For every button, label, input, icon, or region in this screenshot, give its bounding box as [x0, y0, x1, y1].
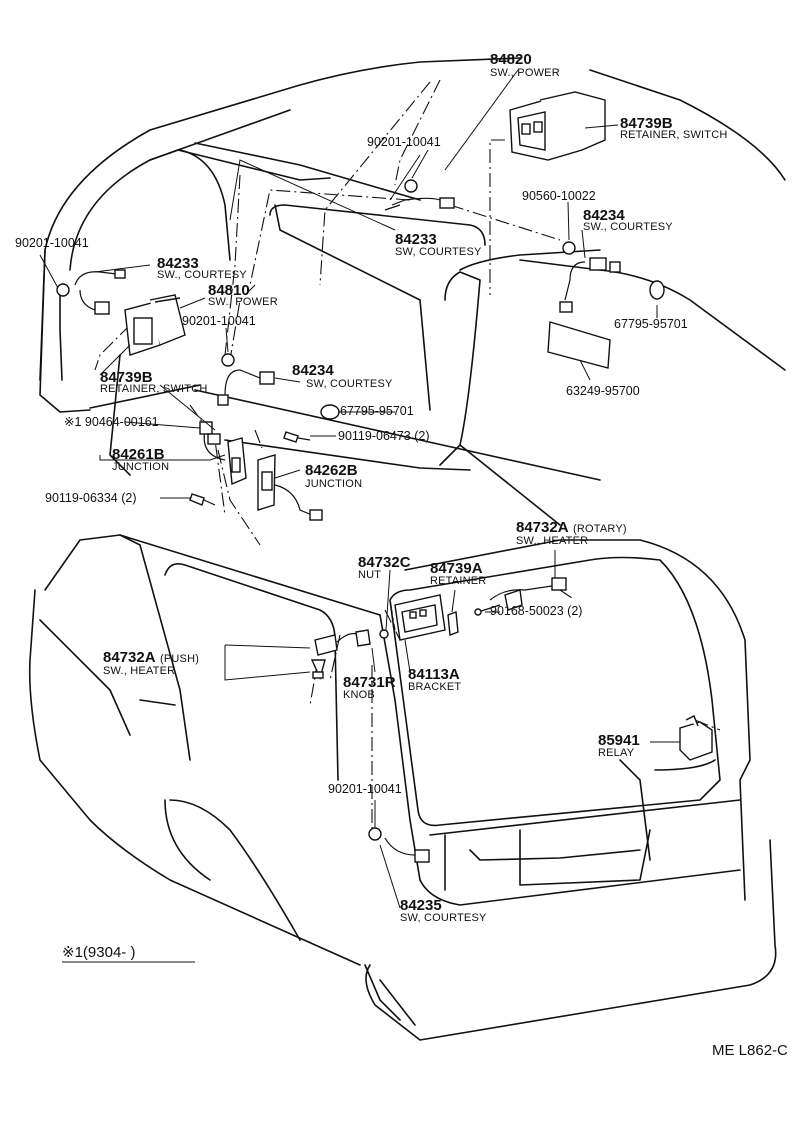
- part-number-90560-10022: 90560-10022: [522, 189, 596, 203]
- power-switch-84810-drawing: [124, 294, 186, 356]
- courtesy-switch-84234-upper-drawing: [559, 241, 621, 313]
- part-qty-90119-06334: (2): [121, 491, 137, 505]
- part-desc-84739b-left: RETAINER, SWITCH: [100, 383, 208, 395]
- part-number-85941: 85941: [598, 732, 640, 749]
- part-desc-84810: SW., POWER: [208, 296, 278, 308]
- label-plate-63249-drawing: [547, 321, 611, 369]
- part-number-90201-10041-left: 90201-10041: [15, 236, 89, 250]
- part-desc-84732a-push: SW., HEATER: [103, 665, 176, 677]
- footnote-range-text: (9304- ): [82, 944, 136, 961]
- leader-lines: [39, 69, 680, 963]
- courtesy-switch-84233-left-drawing: [56, 269, 126, 315]
- courtesy-switch-84235-drawing: [368, 827, 430, 863]
- lower-body-outline: [28, 534, 777, 1041]
- nut-84732c-drawing: [379, 629, 389, 639]
- part-variant-push: (PUSH): [160, 653, 200, 665]
- footnote-range-marker: ※1: [62, 944, 83, 961]
- part-desc-84234-upper: SW., COURTESY: [583, 221, 673, 233]
- part-number-84234-upper: 84234: [583, 207, 625, 224]
- part-variant-rotary: (ROTARY): [573, 523, 627, 535]
- heater-switch-rotary-drawing: [474, 577, 567, 616]
- part-desc-85941: RELAY: [598, 747, 635, 759]
- part-number-84739b-left: 84739B: [100, 369, 153, 386]
- junction-84261b-drawing: [199, 421, 247, 486]
- part-number-84732c: 84732C: [358, 554, 411, 571]
- figure-code: ME L862-C: [712, 1042, 788, 1059]
- part-number-84113a: 84113A: [408, 666, 460, 683]
- part-number-84732a-push-text: 84732A: [103, 649, 156, 666]
- part-desc-84233-left: SW., COURTESY: [157, 269, 247, 281]
- part-desc-84113a: BRACKET: [408, 681, 462, 693]
- part-number-84233-left: 84233: [157, 255, 199, 272]
- part-desc-84262b: JUNCTION: [305, 478, 363, 490]
- heater-switch-push-drawing: [310, 632, 361, 681]
- part-number-90464-00161-text: 90464-00161: [84, 415, 159, 429]
- part-desc-84739a: RETAINER: [430, 575, 487, 587]
- part-number-63249-95700: 63249-95700: [566, 384, 640, 398]
- part-desc-84739b-upper: RETAINER, SWITCH: [620, 129, 728, 141]
- power-switch-84820-drawing: [509, 91, 606, 161]
- part-number-67795-95701-upper: 67795-95701: [614, 317, 688, 331]
- knob-84731r-drawing: [355, 629, 371, 647]
- courtesy-switch-84233-upper-drawing: [384, 179, 455, 211]
- part-number-84731r: 84731R: [343, 674, 396, 691]
- relay-85941-drawing: [679, 715, 713, 761]
- part-number-90464-00161: ※1 90464-00161: [64, 416, 159, 429]
- part-number-84732a-push: 84732A (PUSH): [103, 650, 199, 666]
- footnote-marker: ※1: [64, 415, 82, 429]
- part-desc-84261b: JUNCTION: [112, 461, 170, 473]
- part-number-90119-06334: 90119-06334 (2): [45, 492, 137, 505]
- courtesy-switch-84234-middle-drawing: [217, 353, 275, 406]
- part-number-84810: 84810: [208, 282, 250, 299]
- screw-90119-06334-drawing: [189, 493, 216, 506]
- part-desc-84732a-rotary: SW., HEATER: [516, 535, 589, 547]
- part-number-84262b: 84262B: [305, 462, 358, 479]
- part-number-90119-06334-text: 90119-06334: [45, 491, 118, 505]
- part-number-90168-50023-text: 90168-50023: [490, 604, 564, 618]
- retainer-84739a-drawing: [394, 594, 459, 641]
- part-number-84820: 84820: [490, 51, 532, 68]
- part-number-90201-10041-lower: 90201-10041: [328, 782, 402, 796]
- part-desc-84233-upper: SW, COURTESY: [395, 246, 482, 258]
- part-qty-90119-06473: (2): [414, 429, 430, 443]
- part-number-84235: 84235: [400, 897, 442, 914]
- footnote-range: ※1(9304- ): [62, 945, 135, 960]
- part-desc-84234-middle: SW, COURTESY: [306, 378, 393, 390]
- part-number-67795-95701-middle: 67795-95701: [340, 404, 414, 418]
- part-number-90119-06473-text: 90119-06473: [338, 429, 411, 443]
- part-number-90119-06473: 90119-06473 (2): [338, 430, 430, 443]
- part-desc-84731r: KNOB: [343, 689, 375, 701]
- part-number-84732a-rotary: 84732A (ROTARY): [516, 520, 627, 536]
- location-lines: [94, 79, 721, 830]
- junction-84262b-drawing: [257, 454, 323, 521]
- seal-67795-upper-drawing: [649, 280, 665, 300]
- part-number-84234-middle: 84234: [292, 362, 334, 379]
- part-number-84739b-upper: 84739B: [620, 115, 673, 132]
- part-number-84732a-rotary-text: 84732A: [516, 519, 569, 536]
- part-desc-84820: SW., POWER: [490, 67, 560, 79]
- part-number-84233-upper: 84233: [395, 231, 437, 248]
- part-number-90168-50023: 90168-50023 (2): [490, 605, 582, 618]
- part-desc-84235: SW, COURTESY: [400, 912, 487, 924]
- part-qty-90168-50023: (2): [567, 604, 583, 618]
- seal-67795-middle-drawing: [320, 404, 340, 420]
- part-number-90201-10041-top: 90201-10041: [367, 135, 441, 149]
- part-number-84739a: 84739A: [430, 560, 483, 577]
- screw-90119-06473-drawing: [283, 431, 311, 443]
- part-desc-84732c: NUT: [358, 569, 382, 581]
- part-number-84261b: 84261B: [112, 446, 165, 463]
- part-number-90201-10041-middle: 90201-10041: [182, 314, 256, 328]
